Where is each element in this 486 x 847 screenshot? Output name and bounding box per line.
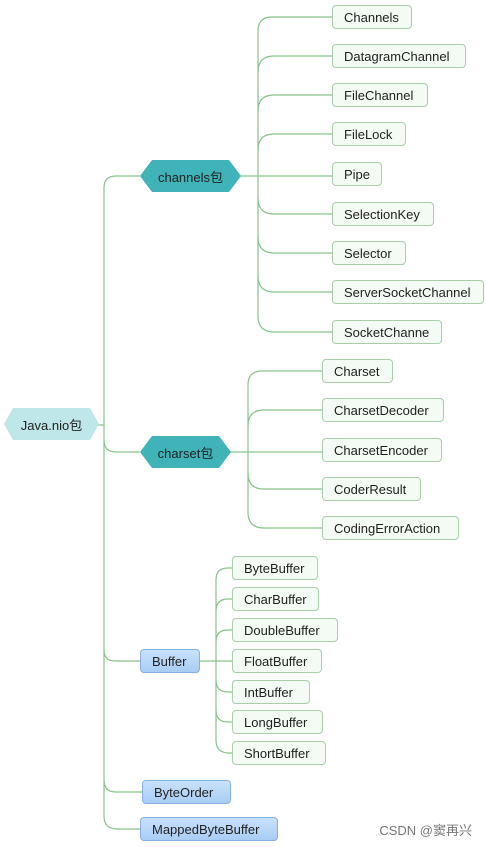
- bytebuffer-node[interactable]: ByteBuffer: [232, 556, 318, 580]
- byteorder-label: ByteOrder: [154, 784, 214, 800]
- codingerroraction-node[interactable]: CodingErrorAction: [322, 516, 459, 540]
- mappedbytebuffer-node[interactable]: MappedByteBuffer: [140, 817, 278, 841]
- shortbuffer-node[interactable]: ShortBuffer: [232, 741, 326, 765]
- serversocketchannel-label: ServerSocketChannel: [344, 284, 471, 300]
- doublebuffer-label: DoubleBuffer: [244, 622, 320, 638]
- charsetencoder-node[interactable]: CharsetEncoder: [322, 438, 442, 462]
- root-node[interactable]: Java.nio包: [4, 408, 99, 440]
- channels-package-node[interactable]: channels包: [140, 160, 241, 192]
- channels-class-label: Channels: [344, 9, 399, 25]
- filelock-node[interactable]: FileLock: [332, 122, 406, 146]
- coderresult-node[interactable]: CoderResult: [322, 477, 421, 501]
- datagramchannel-node[interactable]: DatagramChannel: [332, 44, 466, 68]
- filelock-label: FileLock: [344, 126, 393, 142]
- root-label: Java.nio包: [20, 417, 83, 433]
- byteorder-node[interactable]: ByteOrder: [142, 780, 231, 804]
- selector-node[interactable]: Selector: [332, 241, 406, 265]
- channels-class-node[interactable]: Channels: [332, 5, 412, 29]
- charset-package-node[interactable]: charset包: [140, 436, 231, 468]
- buffer-node[interactable]: Buffer: [140, 649, 200, 673]
- floatbuffer-node[interactable]: FloatBuffer: [232, 649, 322, 673]
- mappedbytebuffer-label: MappedByteBuffer: [152, 821, 260, 837]
- socketchanne-node[interactable]: SocketChanne: [332, 320, 442, 344]
- serversocketchannel-node[interactable]: ServerSocketChannel: [332, 280, 484, 304]
- channels-package-label: channels包: [157, 169, 224, 185]
- charbuffer-node[interactable]: CharBuffer: [232, 587, 319, 611]
- doublebuffer-node[interactable]: DoubleBuffer: [232, 618, 338, 642]
- charsetdecoder-label: CharsetDecoder: [334, 402, 429, 418]
- codingerroraction-label: CodingErrorAction: [334, 520, 441, 536]
- bytebuffer-label: ByteBuffer: [244, 560, 305, 576]
- charsetdecoder-node[interactable]: CharsetDecoder: [322, 398, 444, 422]
- filechannel-node[interactable]: FileChannel: [332, 83, 428, 107]
- selectionkey-node[interactable]: SelectionKey: [332, 202, 434, 226]
- pipe-label: Pipe: [344, 166, 371, 182]
- selectionkey-label: SelectionKey: [344, 206, 420, 222]
- shortbuffer-label: ShortBuffer: [244, 745, 310, 761]
- datagramchannel-label: DatagramChannel: [344, 48, 450, 64]
- selector-label: Selector: [344, 245, 392, 261]
- charbuffer-label: CharBuffer: [244, 591, 307, 607]
- longbuffer-node[interactable]: LongBuffer: [232, 710, 323, 734]
- filechannel-label: FileChannel: [344, 87, 414, 103]
- buffer-label: Buffer: [152, 653, 187, 669]
- coderresult-label: CoderResult: [334, 481, 407, 497]
- floatbuffer-label: FloatBuffer: [244, 653, 308, 669]
- intbuffer-label: IntBuffer: [244, 684, 293, 700]
- watermark-text: CSDN @窦再兴: [379, 823, 472, 838]
- longbuffer-label: LongBuffer: [244, 714, 308, 730]
- charset-package-label: charset包: [157, 445, 214, 461]
- charsetencoder-label: CharsetEncoder: [334, 442, 428, 458]
- socketchanne-label: SocketChanne: [344, 324, 430, 340]
- pipe-node[interactable]: Pipe: [332, 162, 382, 186]
- charset-class-node[interactable]: Charset: [322, 359, 393, 383]
- intbuffer-node[interactable]: IntBuffer: [232, 680, 310, 704]
- charset-class-label: Charset: [334, 363, 380, 379]
